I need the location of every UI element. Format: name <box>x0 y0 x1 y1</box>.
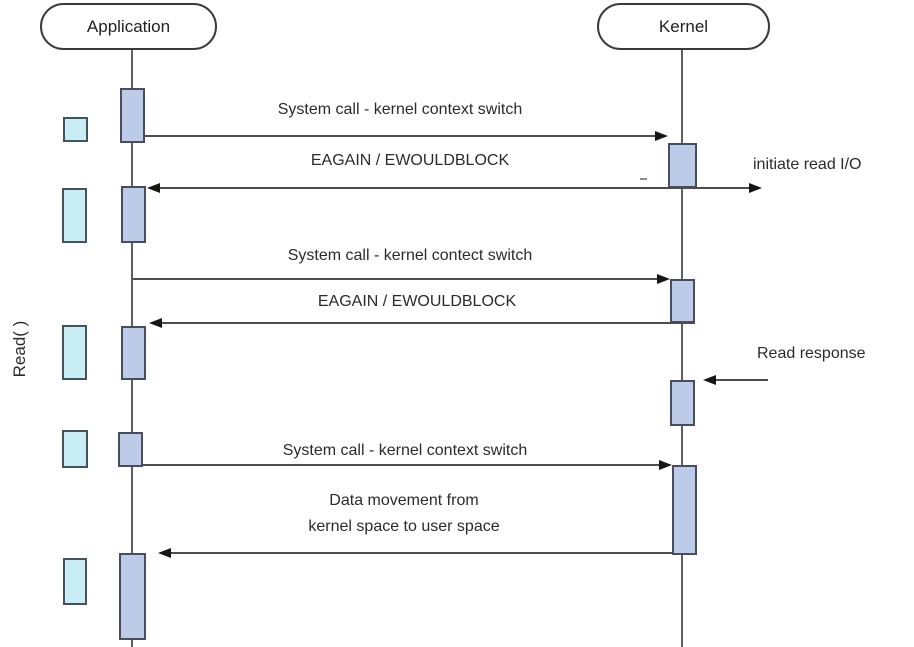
initiate-read-io-arrow <box>697 183 762 193</box>
initiate-read-io-label: initiate read I/O <box>753 156 862 173</box>
user-buffer-box <box>62 430 88 468</box>
application-activation-box <box>119 553 146 640</box>
kernel-activation-box <box>668 143 697 188</box>
read-call-rotated-label: Read( ) <box>10 320 29 378</box>
actor-application-label: Application <box>86 16 171 36</box>
message-label: kernel space to user space <box>308 518 500 535</box>
actor-kernel-header: Kernel <box>597 3 770 50</box>
message-label: System call - kernel context switch <box>282 442 528 459</box>
application-activation-box <box>121 186 146 243</box>
syscall-arrow <box>133 274 670 284</box>
eagain-arrow <box>147 183 697 193</box>
syscall-arrow <box>143 460 672 470</box>
actor-kernel-label: Kernel <box>658 16 709 36</box>
stray-mark <box>640 178 647 180</box>
actor-application-header: Application <box>40 3 217 50</box>
kernel-activation-box <box>672 465 697 555</box>
application-activation-box <box>118 432 143 467</box>
message-label: System call - kernel contect switch <box>287 247 533 264</box>
message-label: System call - kernel context switch <box>277 101 523 118</box>
data-movement-arrow <box>158 548 672 558</box>
user-buffer-box <box>63 558 87 605</box>
message-label: Data movement from <box>329 492 479 509</box>
read-response-label: Read response <box>757 345 866 362</box>
user-buffer-box <box>62 188 87 243</box>
message-label: EAGAIN / EWOULDBLOCK <box>317 293 517 310</box>
message-label: EAGAIN / EWOULDBLOCK <box>310 152 510 169</box>
kernel-lifeline <box>681 48 683 647</box>
read-response-arrow <box>703 375 768 385</box>
kernel-activation-box <box>670 279 695 323</box>
user-buffer-box <box>62 325 87 380</box>
application-activation-box <box>120 88 145 143</box>
eagain-arrow <box>149 318 695 328</box>
application-activation-box <box>121 326 146 380</box>
user-buffer-box <box>63 117 88 142</box>
syscall-arrow <box>145 131 668 141</box>
kernel-activation-box <box>670 380 695 426</box>
